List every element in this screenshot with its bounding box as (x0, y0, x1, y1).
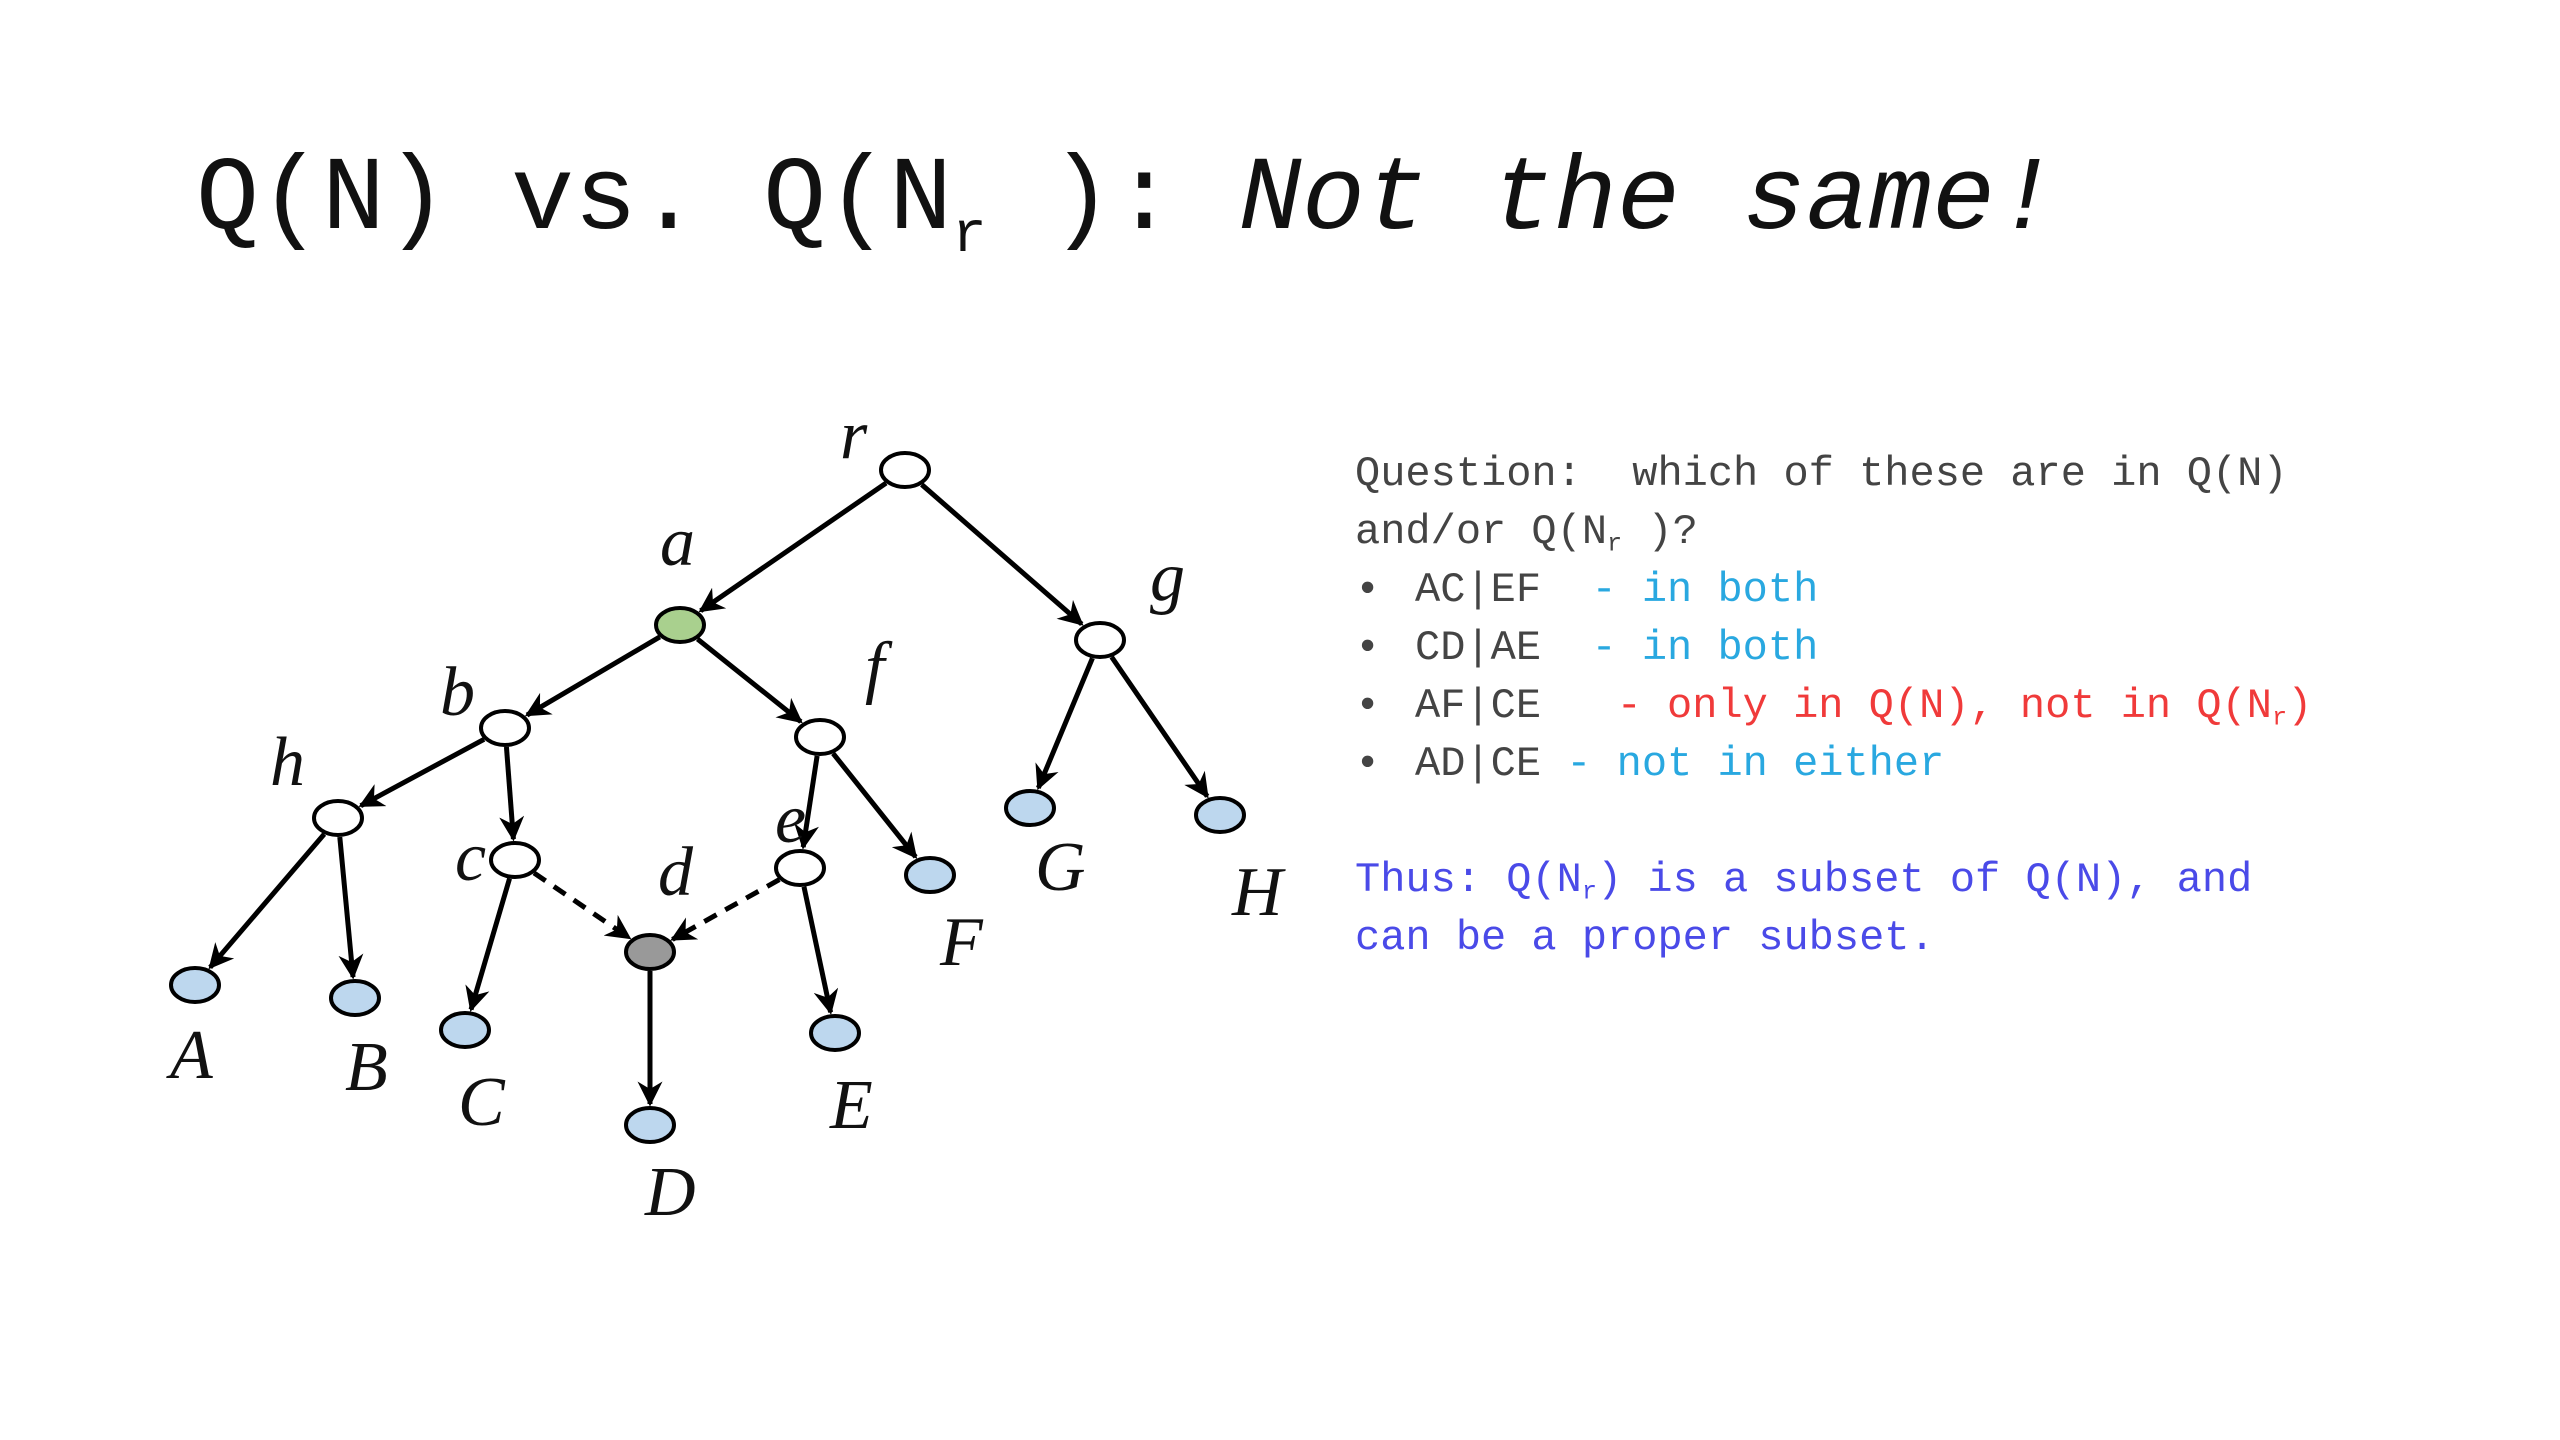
node-label-r: r (840, 397, 868, 474)
node-e (774, 849, 826, 887)
edge-e-E (801, 886, 839, 1015)
answer-code: CD|AE (1415, 624, 1592, 672)
edge-h-B (337, 836, 364, 980)
edge-g-H (1109, 655, 1210, 799)
answer-item-ac-ef: • AC|EF - in both (1355, 561, 2535, 619)
node-label-D: D (644, 1154, 696, 1231)
node-label-E: E (829, 1067, 873, 1144)
title-suffix: ): (986, 141, 1176, 260)
slide-title: Q(N) vs. Q(Nr ): Not the same! (196, 148, 2058, 265)
edge-r-g (920, 482, 1084, 626)
answer-code: AF|CE (1415, 682, 1617, 730)
answer-text-main: - only in Q(N), not in Q(N (1616, 682, 2272, 730)
node-label-C: C (458, 1064, 506, 1141)
answer-item-cd-ae: • CD|AE - in both (1355, 619, 2535, 677)
node-A (169, 966, 221, 1004)
answer-code: AD|CE (1415, 740, 1567, 788)
title-subscript: r (952, 204, 987, 270)
node-label-c: c (455, 819, 486, 896)
node-label-g: g (1150, 539, 1185, 616)
node-label-a: a (660, 504, 695, 581)
node-label-H: H (1231, 854, 1286, 931)
node-E (809, 1014, 861, 1052)
conclusion-sub: r (1581, 877, 1597, 907)
node-label-e: e (775, 781, 806, 858)
edge-c-d (532, 870, 632, 940)
node-label-h: h (270, 724, 305, 801)
answer-text-sub: r (2271, 703, 2288, 733)
node-g (1074, 621, 1126, 659)
bullet: • (1355, 740, 1381, 788)
edge-b-c (499, 746, 525, 842)
node-f (794, 718, 846, 756)
node-c (489, 841, 541, 879)
node-d (624, 933, 676, 971)
edge-g-G (1035, 657, 1095, 791)
node-b (479, 709, 531, 747)
node-label-G: G (1035, 829, 1086, 906)
title-prefix: Q(N) vs. Q(N (196, 141, 953, 260)
node-F (904, 856, 956, 894)
node-G (1004, 789, 1056, 827)
node-label-d: d (658, 834, 694, 911)
conclusion: Thus: Q(Nr) is a subset of Q(N), and can… (1355, 851, 2535, 967)
question-line-2-suffix: )? (1622, 508, 1698, 556)
node-label-b: b (440, 654, 475, 731)
answer-text: - not in either (1566, 740, 1945, 788)
answer-text: - in both (1591, 566, 1819, 614)
edge-f-e (794, 755, 820, 850)
node-label-f: f (865, 629, 893, 706)
node-C (439, 1011, 491, 1049)
edge-b-h (358, 737, 486, 808)
node-r (879, 451, 931, 489)
title-emphasis: Not the same! (1238, 141, 2058, 260)
answer-text-end: ) (2287, 682, 2313, 730)
node-label-A: A (166, 1017, 213, 1094)
answer-code: AC|EF (1415, 566, 1592, 614)
answer-item-ad-ce: • AD|CE - not in either (1355, 735, 2535, 793)
conclusion-line-2: can be a proper subset. (1355, 914, 1935, 962)
answer-list: • AC|EF - in both • CD|AE - in both • AF|CE… (1355, 561, 2535, 793)
node-B (329, 979, 381, 1017)
node-label-F: F (939, 904, 984, 981)
answer-item-af-ce: • AF|CE - only in Q(N), not in Q(Nr) (1355, 677, 2535, 735)
bullet: • (1355, 566, 1381, 614)
answer-text: - in both (1591, 624, 1819, 672)
node-a (654, 606, 706, 644)
edge-r-a (698, 480, 888, 613)
question-panel: Question: which of these are in Q(N) and… (1355, 445, 2535, 967)
conclusion-prefix: Thus: Q(N (1355, 856, 1582, 904)
answer-text: - only in Q(N), not in Q(Nr) (1616, 682, 2313, 733)
edge-a-b (524, 634, 662, 718)
edge-c-C (465, 877, 512, 1012)
question-line-2-sub: r (1607, 529, 1623, 559)
edge-h-A (208, 832, 327, 970)
tree-edges (208, 480, 1210, 1107)
tree-nodes (169, 451, 1246, 1144)
edge-a-f (695, 637, 803, 724)
node-label-B: B (345, 1029, 388, 1106)
conclusion-suffix: ) is a subset of Q(N), and (1596, 856, 2253, 904)
edge-e-d (670, 877, 781, 942)
node-H (1194, 796, 1246, 834)
bullet: • (1355, 682, 1381, 730)
node-h (312, 799, 364, 837)
question-line-2: and/or Q(Nr )? (1355, 503, 2535, 561)
question-line-1: Question: which of these are in Q(N) (1355, 450, 2288, 498)
question-line-2-prefix: and/or Q(N (1355, 508, 1608, 556)
edge-f-F (831, 751, 918, 859)
bullet: • (1355, 624, 1381, 672)
node-D (624, 1106, 676, 1144)
